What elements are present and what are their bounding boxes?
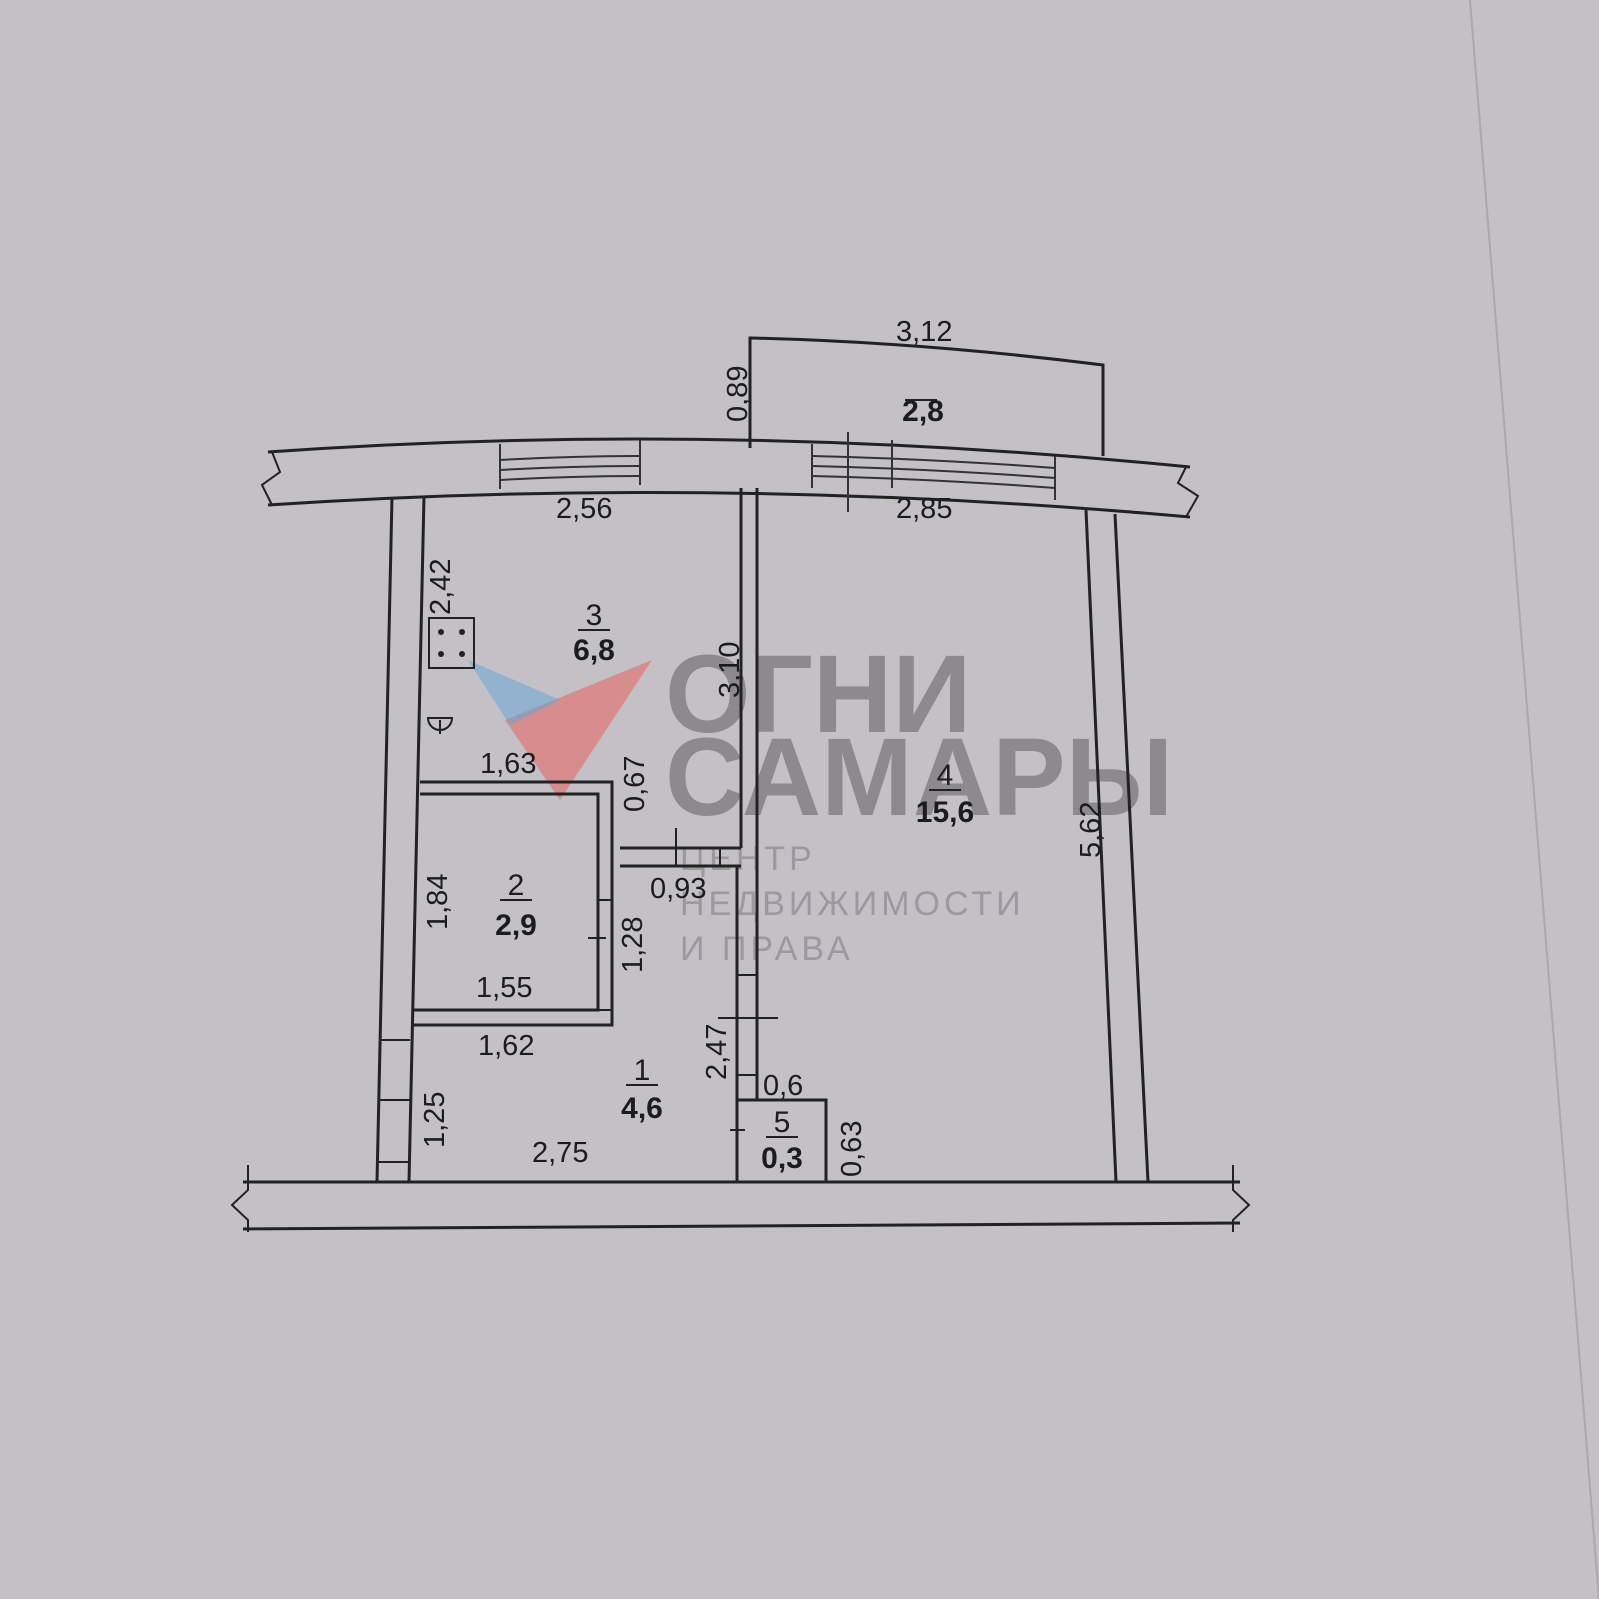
- bathroom-walls: [412, 780, 677, 1027]
- sink-icon: [426, 717, 454, 734]
- room-4-label: 4 15,6: [916, 759, 974, 829]
- dim-bath-height: 1,84: [422, 874, 454, 930]
- room-1-number: 1: [634, 1054, 651, 1087]
- room-window: [811, 432, 1056, 512]
- balcony: [748, 336, 1105, 456]
- room-1-area: 4,6: [621, 1092, 663, 1125]
- dim-niche-width: 0,93: [650, 873, 706, 905]
- dim-room-width: 2,85: [896, 493, 952, 525]
- dim-balcony-depth: 0,89: [722, 366, 754, 422]
- dim-entrance: 1,25: [419, 1092, 451, 1148]
- watermark-blue-triangle: [468, 660, 560, 725]
- room-2-area: 2,9: [495, 909, 537, 942]
- room-3-label: 3 6,8: [573, 599, 615, 667]
- right-exterior-wall: [1084, 509, 1150, 1183]
- dim-kitchen-depth: 3,10: [714, 642, 746, 698]
- watermark-subtitle-line2: НЕДВИЖИМОСТИ: [680, 885, 1025, 923]
- watermark-subtitle-line1: ЦЕНТР: [680, 840, 816, 878]
- room-4-number: 4: [937, 759, 954, 792]
- hall-partition: [718, 866, 828, 1182]
- dim-hall-top: 1,62: [478, 1030, 534, 1062]
- watermark: ОГНИ САМАРЫ ЦЕНТР НЕДВИЖИМОСТИ И ПРАВА: [468, 633, 1173, 968]
- room-4-area: 15,6: [916, 796, 974, 829]
- left-exterior-wall: [375, 495, 426, 1183]
- watermark-subtitle-line3: И ПРАВА: [680, 930, 854, 968]
- dim-bath-niche: 0,67: [619, 756, 651, 812]
- sheet-edge: [1469, 0, 1599, 1599]
- dim-bath-door: 1,28: [617, 917, 649, 973]
- room-1-label: 1 4,6: [621, 1054, 663, 1125]
- dim-room-depth: 5,62: [1075, 802, 1107, 858]
- dim-closet-depth: 0,63: [836, 1121, 868, 1177]
- dim-hall-width: 2,75: [532, 1137, 588, 1169]
- dim-kitchen-width: 2,56: [556, 493, 612, 525]
- room-3-number: 3: [586, 599, 603, 632]
- dim-kitchen-side: 2,42: [425, 559, 457, 615]
- balcony-label: 2,8: [902, 395, 944, 428]
- room-5-number: 5: [774, 1106, 791, 1139]
- room-3-area: 6,8: [573, 634, 615, 667]
- watermark-title-line2: САМАРЫ: [665, 716, 1173, 839]
- watermark-title-line1: ОГНИ: [665, 633, 971, 756]
- balcony-area: 2,8: [902, 395, 944, 428]
- dim-balcony-width: 3,12: [896, 316, 952, 348]
- room-2-label: 2 2,9: [495, 869, 537, 942]
- dim-bath-width: 1,55: [476, 972, 532, 1004]
- dim-hall-side: 2,47: [701, 1024, 733, 1080]
- room-5-area: 0,3: [761, 1142, 803, 1175]
- watermark-red-triangle: [505, 660, 652, 800]
- dim-kitchen-bottom: 1,63: [480, 748, 536, 780]
- bottom-exterior-wall: [230, 1165, 1251, 1232]
- top-exterior-wall: [260, 432, 1200, 519]
- dim-closet-width: 0,6: [763, 1070, 803, 1102]
- room-5-label: 5 0,3: [761, 1106, 803, 1175]
- stove-icon: [428, 617, 475, 669]
- kitchen-window: [499, 440, 641, 489]
- room-2-number: 2: [508, 869, 525, 902]
